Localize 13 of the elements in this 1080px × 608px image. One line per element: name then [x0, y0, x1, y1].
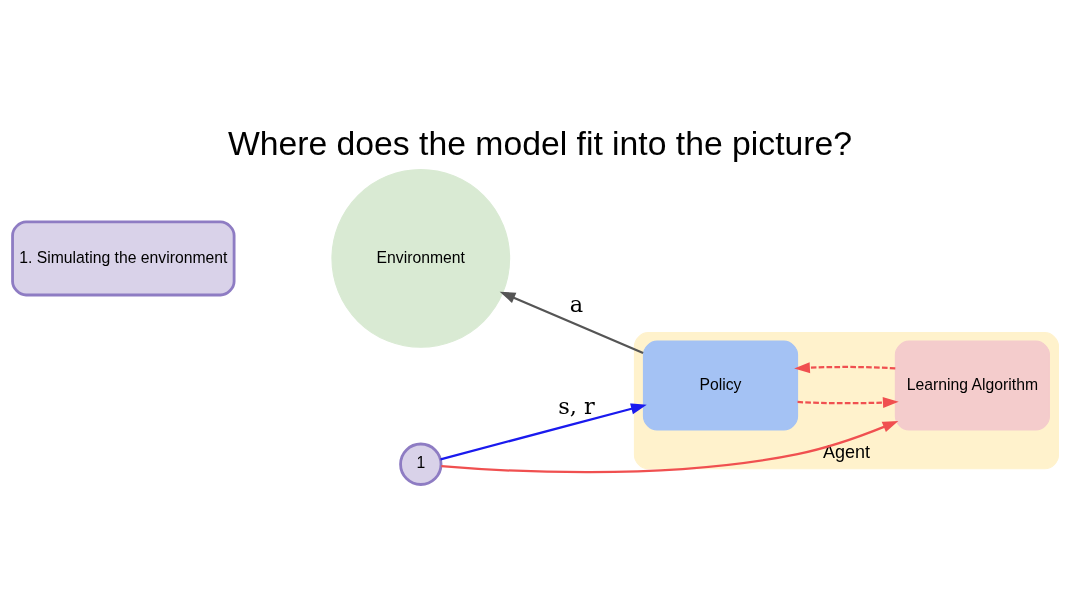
diagram-title: Where does the model fit into the picture? — [227, 123, 853, 162]
node-circle: Environment — [331, 169, 511, 348]
edge-label: a — [569, 291, 584, 318]
node-circle: 1 — [399, 442, 443, 486]
arrow — [499, 291, 644, 354]
arrow — [797, 397, 899, 409]
node-box: Learning Algorithm — [894, 340, 1050, 431]
edge-label: s, r — [558, 392, 595, 419]
arrow — [794, 362, 896, 374]
arrow — [440, 403, 647, 461]
arrow — [441, 420, 899, 474]
node-box: Policy — [642, 340, 799, 431]
node-box: 1. Simulating the environment — [11, 220, 236, 297]
